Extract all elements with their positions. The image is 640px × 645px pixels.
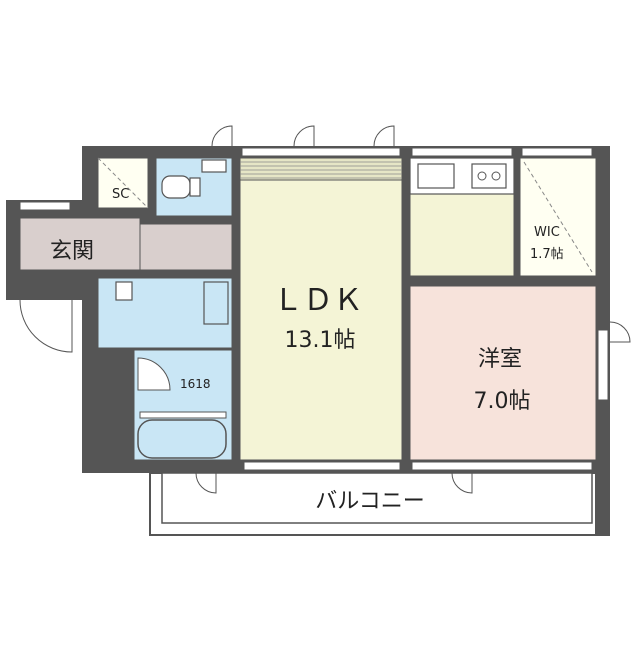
- bath-door-swing: [137, 357, 171, 391]
- stove-icon: [471, 163, 507, 189]
- bedroom-size: 7.0帖: [474, 389, 531, 414]
- wic-label: WIC: [534, 225, 560, 240]
- ldk-label: ＬＤＫ: [273, 283, 363, 318]
- sink-icon: [115, 281, 133, 301]
- hand-basin-icon: [201, 159, 227, 173]
- bedroom-area: [409, 285, 597, 461]
- hall-area: [139, 223, 233, 271]
- entrance-label: 玄関: [50, 239, 94, 264]
- entrance-area: [19, 217, 141, 271]
- ldk-area: [239, 157, 403, 461]
- bath-label: 1618: [180, 377, 211, 391]
- shoe-closet-label: SC: [112, 187, 129, 202]
- balcony-label: バルコニー: [315, 489, 425, 514]
- washing-machine-icon: [203, 281, 229, 325]
- kitchen-sink-icon: [417, 163, 455, 189]
- bedroom-label: 洋室: [478, 347, 522, 372]
- windows: [19, 147, 609, 471]
- wic-size: 1.7帖: [530, 247, 564, 262]
- toilet-icon: [161, 175, 191, 199]
- ldk-size: 13.1帖: [285, 328, 356, 353]
- door-swings: [19, 125, 631, 494]
- balcony: バルコニー: [149, 472, 597, 536]
- bathtub-icon: [137, 419, 227, 459]
